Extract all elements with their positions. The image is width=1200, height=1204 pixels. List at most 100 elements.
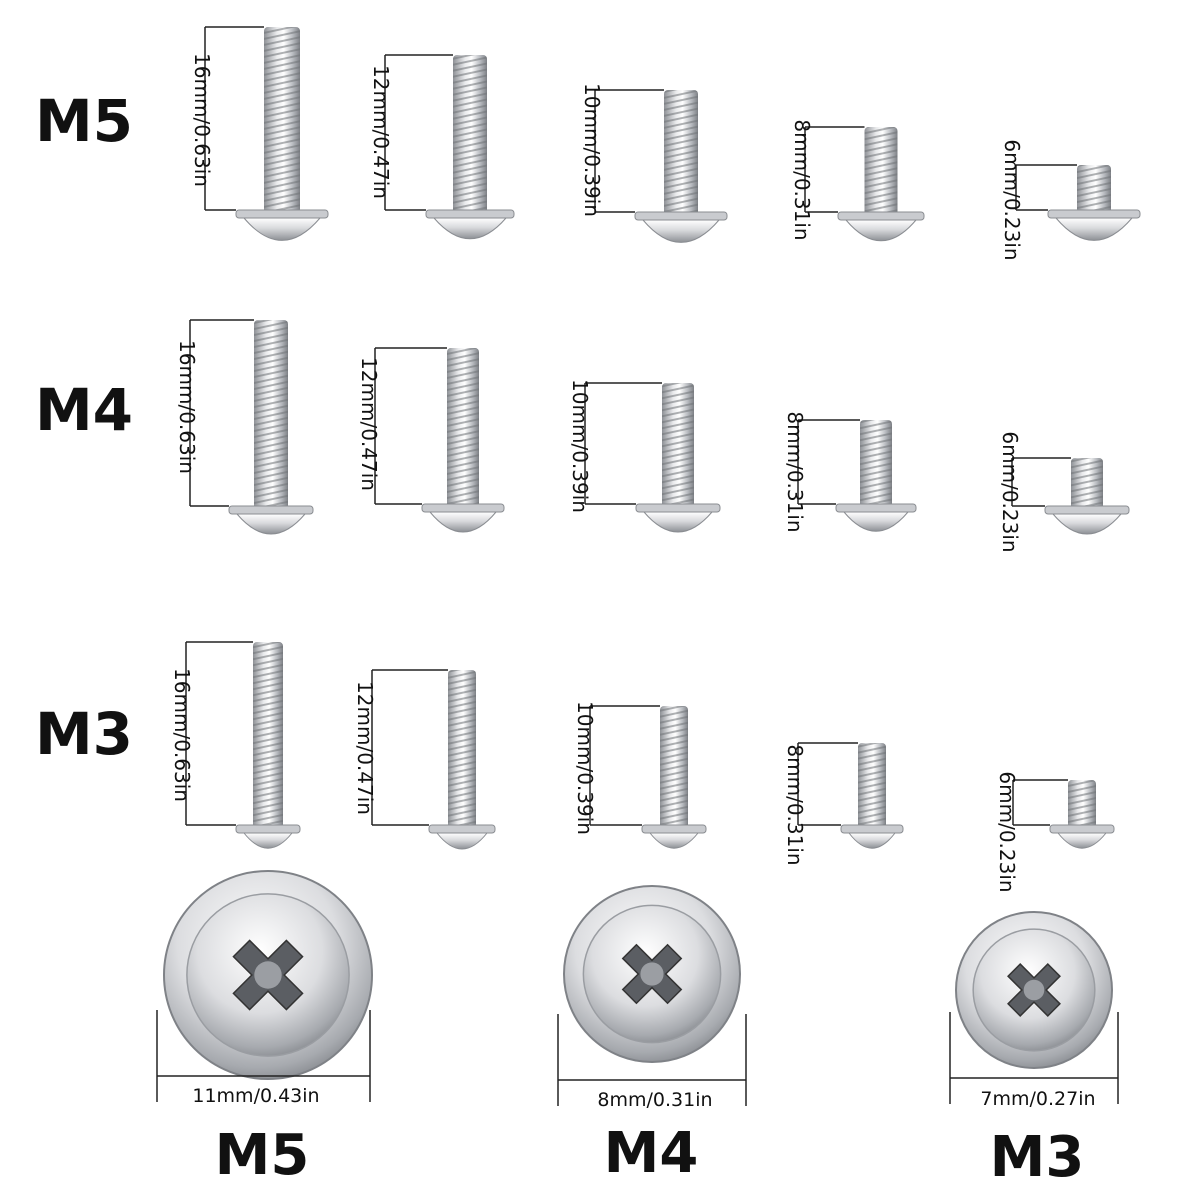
screw-flange bbox=[425, 209, 515, 219]
length-label: 6mm/0.23in bbox=[995, 771, 1019, 892]
screw-side-view bbox=[589, 705, 707, 849]
length-label: 10mm/0.39in bbox=[568, 379, 592, 513]
length-label: 12mm/0.47in bbox=[353, 681, 377, 815]
screw-thread bbox=[253, 642, 283, 829]
screw-thread bbox=[864, 127, 898, 216]
screw-thread bbox=[1077, 165, 1111, 214]
head-label-m4: M4 bbox=[604, 1121, 699, 1186]
screw-side-view bbox=[1011, 457, 1130, 535]
head-top-view-m5 bbox=[156, 870, 373, 1102]
length-label: 6mm/0.23in bbox=[998, 431, 1022, 552]
row-label-m5: M5 bbox=[35, 87, 133, 155]
head-label-m5: M5 bbox=[215, 1123, 310, 1188]
screw-row-m3 bbox=[185, 641, 1115, 850]
screw-flange bbox=[641, 824, 707, 834]
screw-head-dome bbox=[1051, 513, 1123, 535]
screw-flange bbox=[837, 211, 925, 221]
screw-thread bbox=[448, 670, 476, 829]
screw-head-dome bbox=[235, 513, 307, 535]
length-labels: 16mm/0.63in 12mm/0.47in 10mm/0.39in 8mm/… bbox=[170, 53, 1024, 893]
length-label: 16mm/0.63in bbox=[190, 53, 214, 187]
screw-thread bbox=[860, 420, 892, 508]
screw-thread bbox=[1071, 458, 1103, 510]
screw-row-m4 bbox=[189, 319, 1130, 535]
screw-head-dome bbox=[435, 832, 489, 850]
screw-side-view bbox=[1015, 164, 1141, 241]
screw-head-dome bbox=[242, 217, 322, 241]
screw-side-view bbox=[204, 26, 329, 241]
diameter-label-m4: 8mm/0.31in bbox=[597, 1089, 712, 1111]
screw-row-m5 bbox=[204, 26, 1141, 243]
screw-thread bbox=[453, 55, 487, 214]
screw-thread bbox=[1068, 780, 1096, 829]
row-labels: M5 M4 M3 bbox=[35, 87, 133, 768]
screw-head-dome bbox=[847, 832, 897, 849]
length-label: 12mm/0.47in bbox=[369, 65, 393, 199]
screw-flange bbox=[228, 505, 314, 515]
screw-side-view bbox=[804, 126, 925, 242]
screw-flange bbox=[840, 824, 904, 834]
screw-flange bbox=[235, 824, 301, 834]
head-top-view-m4 bbox=[557, 885, 747, 1106]
row-label-m3: M3 bbox=[35, 700, 133, 768]
screw-side-view bbox=[374, 347, 505, 533]
screw-flange bbox=[428, 824, 496, 834]
screw-head-dome bbox=[1054, 217, 1134, 241]
head-top-view-m3 bbox=[949, 911, 1119, 1104]
screw-side-view bbox=[797, 742, 904, 849]
screw-head-dome bbox=[842, 511, 910, 532]
screw-flange bbox=[1047, 209, 1141, 219]
screw-head-dome bbox=[642, 511, 714, 533]
head-labels: 11mm/0.43in 8mm/0.31in 7mm/0.27in M5 M4 … bbox=[192, 1085, 1095, 1190]
screw-flange bbox=[634, 211, 728, 221]
screw-side-view bbox=[189, 319, 314, 535]
screw-side-view bbox=[797, 419, 917, 532]
screw-thread bbox=[264, 27, 300, 214]
recess-center bbox=[254, 961, 282, 989]
screw-thread bbox=[447, 348, 479, 508]
length-label: 10mm/0.39in bbox=[580, 83, 604, 217]
length-label: 8mm/0.31in bbox=[790, 119, 814, 240]
screw-flange bbox=[235, 209, 329, 219]
recess-center bbox=[640, 962, 664, 986]
length-label: 6mm/0.23in bbox=[1000, 139, 1024, 260]
diameter-label-m5: 11mm/0.43in bbox=[192, 1085, 319, 1107]
screw-side-view bbox=[384, 54, 515, 240]
screw-thread bbox=[858, 743, 886, 829]
screw-head-dome bbox=[844, 219, 918, 242]
screw-side-view bbox=[1012, 779, 1115, 849]
head-views bbox=[156, 870, 1119, 1106]
length-label: 8mm/0.31in bbox=[783, 411, 807, 532]
length-label: 8mm/0.31in bbox=[783, 744, 807, 865]
screw-side-view bbox=[185, 641, 301, 849]
screw-side-view bbox=[584, 382, 721, 533]
screw-thread bbox=[662, 383, 694, 508]
screw-thread bbox=[254, 320, 288, 510]
length-label: 12mm/0.47in bbox=[357, 357, 381, 491]
screw-thread bbox=[664, 90, 698, 216]
length-label: 16mm/0.63in bbox=[175, 340, 199, 474]
screw-head-dome bbox=[1056, 832, 1108, 849]
screw-side-view bbox=[594, 89, 728, 243]
recess-center bbox=[1023, 979, 1045, 1001]
screw-head-dome bbox=[242, 832, 294, 849]
screw-flange bbox=[635, 503, 721, 513]
screw-rows bbox=[185, 26, 1141, 850]
screw-flange bbox=[835, 503, 917, 513]
screw-thread bbox=[660, 706, 688, 829]
length-label: 16mm/0.63in bbox=[170, 668, 194, 802]
diameter-label-m3: 7mm/0.27in bbox=[980, 1088, 1095, 1110]
screw-flange bbox=[1044, 505, 1130, 515]
screw-head-dome bbox=[641, 219, 721, 243]
row-label-m4: M4 bbox=[35, 376, 133, 444]
screw-side-view bbox=[371, 669, 496, 850]
screw-head-dome bbox=[648, 832, 700, 849]
screw-flange bbox=[421, 503, 505, 513]
length-label: 10mm/0.39in bbox=[573, 701, 597, 835]
screw-head-dome bbox=[428, 511, 498, 533]
screw-head-dome bbox=[432, 217, 508, 240]
head-label-m3: M3 bbox=[990, 1125, 1085, 1190]
screw-flange bbox=[1049, 824, 1115, 834]
